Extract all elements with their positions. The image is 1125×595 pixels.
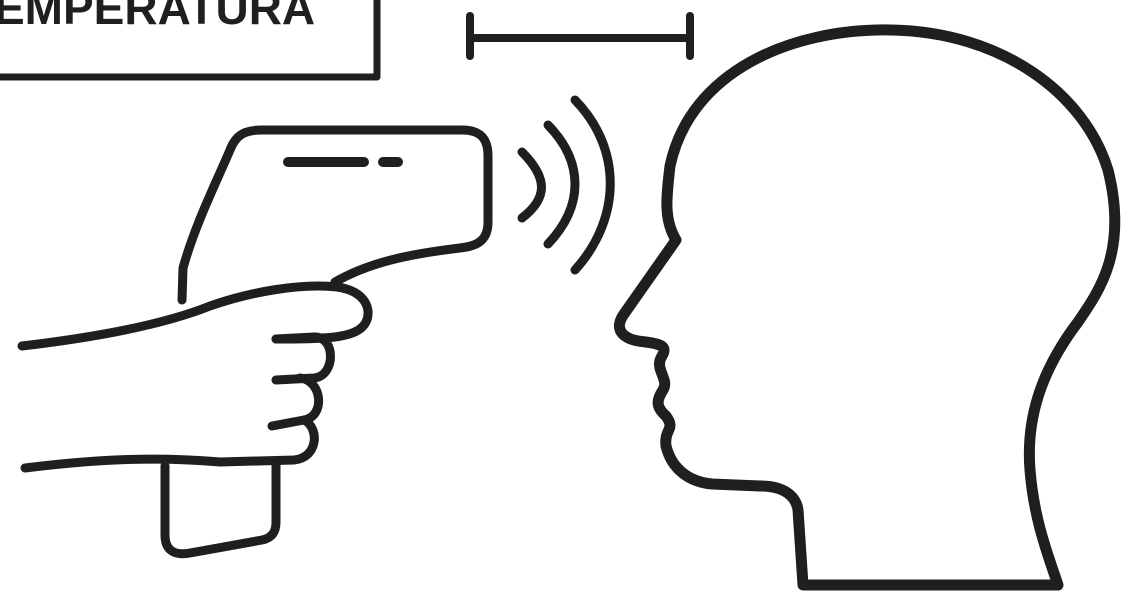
distance-marker-icon: [470, 16, 690, 56]
signal-waves-icon: [522, 100, 610, 270]
label-text: EMPERATURA: [0, 0, 315, 34]
hand-icon: [22, 286, 368, 468]
wave-large: [575, 100, 610, 270]
head-profile-icon: [619, 30, 1114, 585]
wave-medium: [548, 125, 575, 244]
finger-2: [272, 378, 319, 426]
thermometer-grip: [165, 464, 276, 554]
arm-lower-edge: [25, 459, 220, 468]
label-box: EMPERATURA: [0, 0, 377, 77]
head-outline: [619, 30, 1114, 585]
finger-3: [220, 420, 314, 462]
thermometer-body: [182, 130, 488, 300]
wave-small: [522, 152, 542, 218]
